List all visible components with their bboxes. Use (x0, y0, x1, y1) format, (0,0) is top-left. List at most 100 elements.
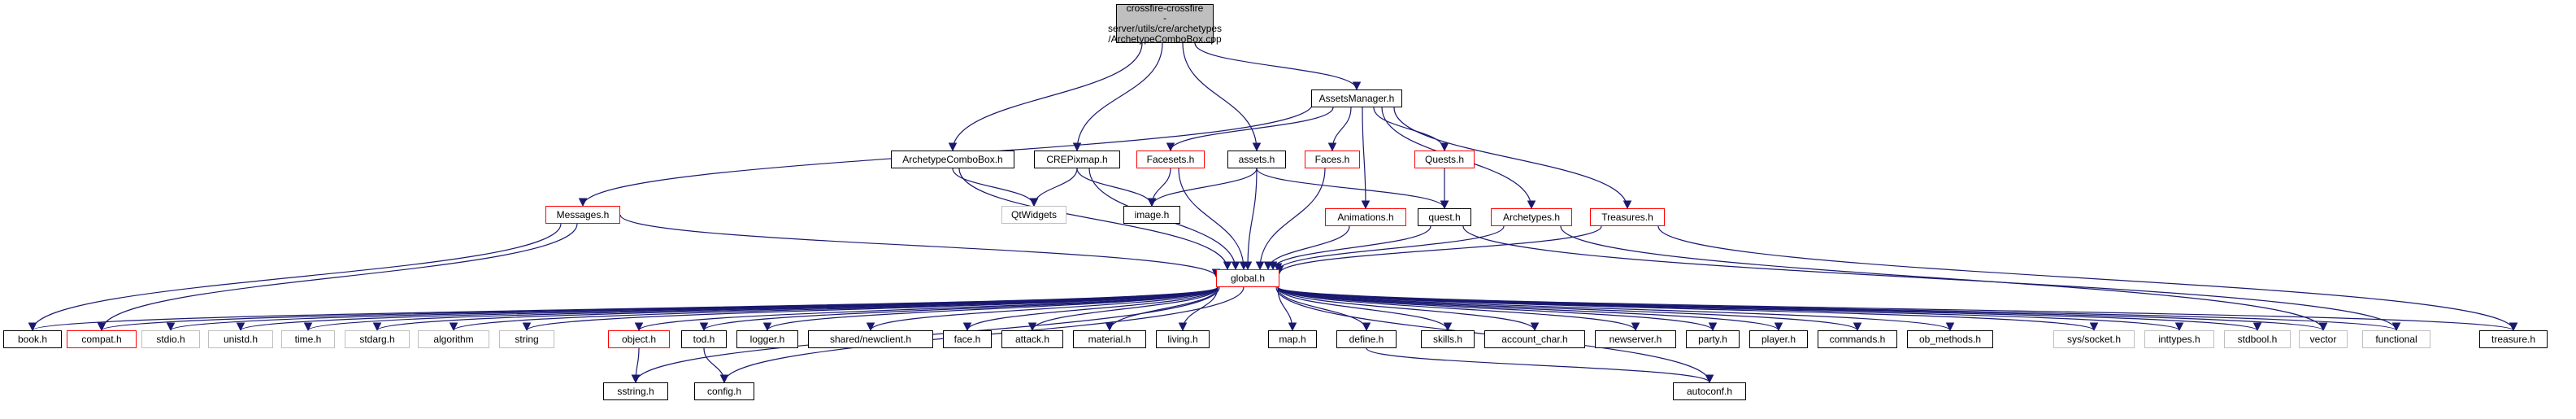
edge-global-time-h (304, 286, 1218, 332)
node-party-h[interactable]: party.h (1686, 330, 1740, 348)
edge-archetypes-vector (1560, 225, 2328, 332)
edge-root-assetsmanager (1194, 42, 1362, 91)
edge-faces-global (1255, 168, 1326, 271)
edge-global-logger-h (762, 286, 1218, 332)
node-animations-h[interactable]: Animations.h (1325, 208, 1406, 226)
edge-object-sstring (631, 347, 641, 384)
edge-crepixmap-image (1076, 168, 1157, 207)
edge-global-stdio-h (167, 286, 1218, 332)
node-treasures-h[interactable]: Treasures.h (1590, 208, 1665, 226)
node-qtwidgets[interactable]: QtWidgets (1001, 206, 1066, 224)
node-autoconf-h[interactable]: autoconf.h (1673, 382, 1746, 400)
edge-messages-compat (97, 223, 578, 332)
node-compat-h[interactable]: compat.h (67, 330, 137, 348)
node-book-h[interactable]: book.h (3, 330, 62, 348)
node-ob-methods-h[interactable]: ob_methods.h (1907, 330, 1993, 348)
node-archetypecombobox-h[interactable]: ArchetypeComboBox.h (891, 151, 1014, 168)
node-inttypes-h[interactable]: inttypes.h (2144, 330, 2214, 348)
edge-global-inttypes-h (1277, 286, 2183, 332)
edge-global-unistd-h (237, 286, 1218, 332)
node-time-h[interactable]: time.h (281, 330, 335, 348)
edge-global-vector (1277, 286, 2327, 332)
edge-assets-quest (1256, 168, 1449, 210)
edge-global-string (522, 286, 1218, 332)
node-stdio-h[interactable]: stdio.h (141, 330, 200, 348)
edge-global-tod-h (699, 286, 1218, 332)
edge-root-crepixmap (1072, 42, 1163, 152)
node-face-h[interactable]: face.h (943, 330, 992, 348)
edge-global-material-h (1105, 286, 1218, 332)
edge-am-animations (1361, 107, 1371, 210)
node-algorithm[interactable]: algorithm (418, 330, 489, 348)
edge-global-treasure-h (1277, 286, 2517, 332)
node-unistd-h[interactable]: unistd.h (208, 330, 273, 348)
node-quests-h[interactable]: Quests.h (1414, 151, 1475, 168)
edge-global-party-h (1277, 286, 1718, 332)
node-living-h[interactable]: living.h (1156, 330, 1210, 348)
node-quest-h[interactable]: quest.h (1418, 208, 1471, 226)
node-crepixmap-h[interactable]: CREPixmap.h (1034, 151, 1120, 168)
node-facesets-h[interactable]: Facesets.h (1136, 151, 1205, 168)
edge-acb-global (958, 168, 1232, 271)
edge-global-player-h (1277, 286, 1783, 332)
node-skills-h[interactable]: skills.h (1421, 330, 1475, 348)
node-sstring-h[interactable]: sstring.h (603, 382, 668, 400)
node-logger-h[interactable]: logger.h (736, 330, 798, 348)
edge-treasures-global (1275, 225, 1602, 275)
node-sys-socket-h[interactable]: sys/socket.h (2053, 330, 2135, 348)
root-node-archetypecombobox-cpp[interactable]: crossfire-crossfire -server/utils/cre/ar… (1108, 3, 1222, 44)
edge-acb-qtwidgets (952, 168, 1039, 207)
edge-quest-global (1268, 225, 1431, 271)
edge-messages-global (619, 214, 1221, 278)
edge-global-newserver-h (1277, 286, 1640, 332)
node-config-h[interactable]: config.h (694, 382, 754, 400)
edge-am-faces (1327, 107, 1352, 152)
edge-global-define-h (1277, 286, 1371, 332)
node-global-h[interactable]: global.h (1216, 269, 1279, 287)
edge-root-assets (1182, 42, 1262, 152)
node-faces-h[interactable]: Faces.h (1305, 151, 1360, 168)
edge-global-algorithm (449, 286, 1218, 332)
edge-global-stdbool-h (1277, 286, 2261, 332)
edge-am-facesets (1166, 107, 1334, 152)
node-shared-newclient-h[interactable]: shared/newclient.h (808, 330, 933, 348)
node-vector[interactable]: vector (2299, 330, 2348, 348)
edge-root-archetypecombobox (948, 42, 1143, 152)
edge-assets-image (1147, 168, 1258, 207)
edge-treasures-treasure (1657, 225, 2518, 332)
node-functional[interactable]: functional (2362, 330, 2430, 348)
node-material-h[interactable]: material.h (1073, 330, 1146, 348)
edge-global-attack-h (1027, 286, 1218, 332)
edge-global-account-char-h (1277, 286, 1540, 332)
node-commands-h[interactable]: commands.h (1818, 330, 1897, 348)
edge-assets-global (1243, 168, 1258, 271)
node-map-h[interactable]: map.h (1268, 330, 1317, 348)
node-archetypes-h[interactable]: Archetypes.h (1491, 208, 1572, 226)
node-define-h[interactable]: define.h (1336, 330, 1397, 348)
node-object-h[interactable]: object.h (608, 330, 670, 348)
edge-global-commands-h (1277, 286, 1862, 332)
root-label-line-2: -server/utils/cre/archetypes (1107, 12, 1223, 34)
node-assets-h[interactable]: assets.h (1227, 151, 1286, 168)
node-assetsmanager-h[interactable]: AssetsManager.h (1311, 89, 1402, 107)
edge-global-shared-newclient-h (866, 286, 1218, 332)
edge-global-face-h (962, 286, 1218, 332)
node-stdbool-h[interactable]: stdbool.h (2224, 330, 2291, 348)
node-account-char-h[interactable]: account_char.h (1484, 330, 1585, 348)
node-player-h[interactable]: player.h (1749, 330, 1808, 348)
node-image-h[interactable]: image.h (1123, 206, 1180, 224)
node-string[interactable]: string (499, 330, 554, 348)
edge-global-skills-h (1277, 286, 1453, 332)
node-stdarg-h[interactable]: stdarg.h (345, 330, 410, 348)
edge-am-quests (1373, 107, 1449, 152)
root-label-line-1: crossfire-crossfire (1126, 2, 1204, 14)
root-label-line-3: /ArchetypeComboBox.cpp (1108, 33, 1222, 45)
node-tod-h[interactable]: tod.h (681, 330, 727, 348)
edge-archetypes-global (1273, 225, 1505, 273)
node-newserver-h[interactable]: newserver.h (1595, 330, 1676, 348)
node-treasure-h[interactable]: treasure.h (2479, 330, 2548, 348)
edge-global-ob-methods-h (1277, 286, 1955, 332)
node-attack-h[interactable]: attack.h (1001, 330, 1063, 348)
edge-tod-config (703, 347, 729, 384)
node-messages-h[interactable]: Messages.h (545, 206, 620, 224)
